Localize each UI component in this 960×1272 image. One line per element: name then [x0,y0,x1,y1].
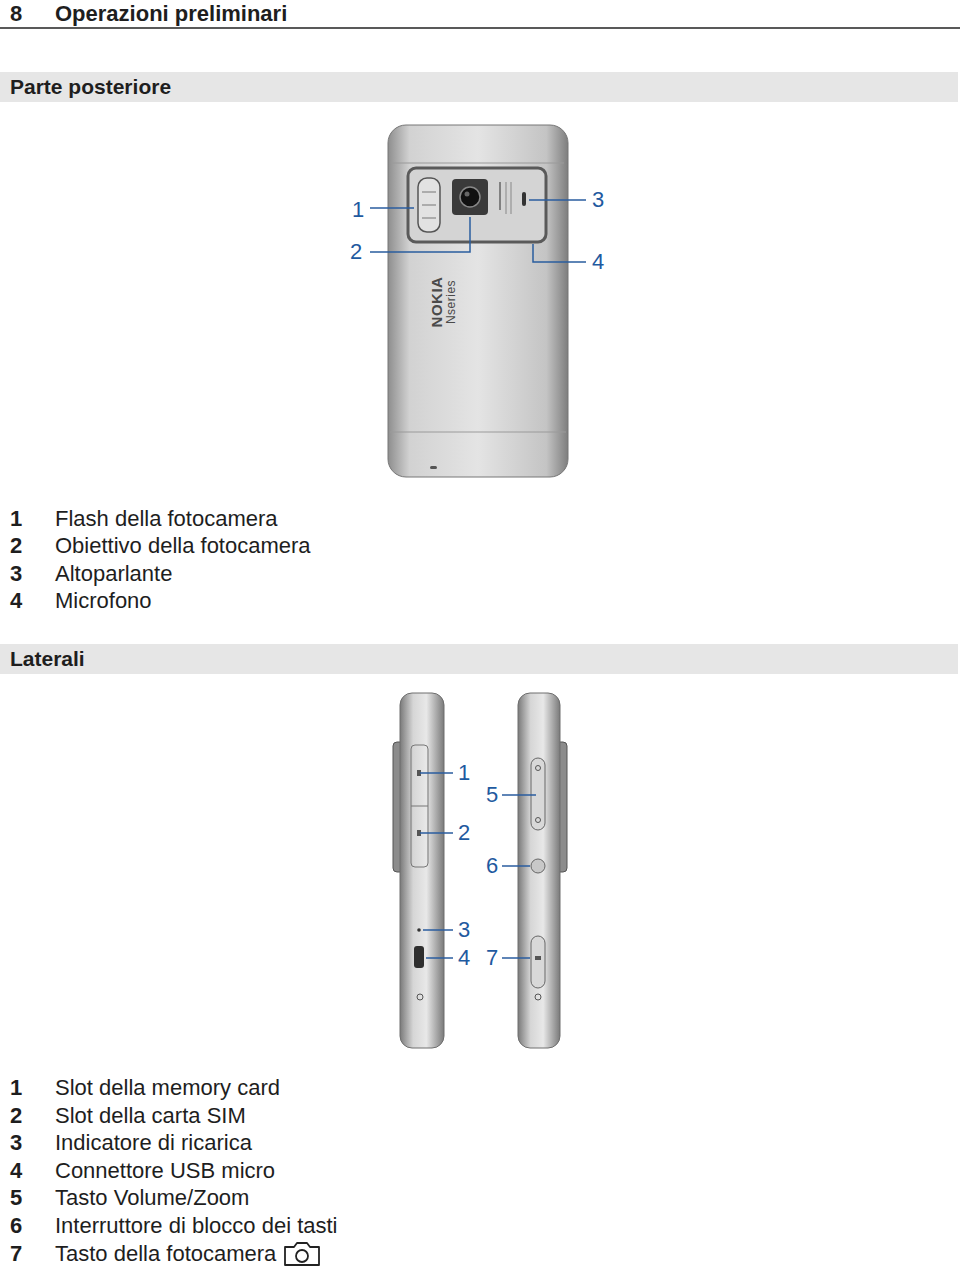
legend-number: 6 [10,1215,22,1237]
flash-line [422,192,436,193]
callout-number: 4 [458,947,470,969]
volume-key [531,758,545,830]
callout-number: 5 [486,784,498,806]
legend-text: Slot della carta SIM [55,1105,246,1127]
brand-logo: NOKIA [429,277,444,328]
leader-line [420,772,453,774]
lock-switch [531,859,545,873]
screw [417,994,423,1000]
legend-text: Obiettivo della fotocamera [55,535,311,557]
callout-number: 7 [486,947,498,969]
strap-hole [430,466,437,469]
leader-line [420,832,453,834]
camera-icon-lens [296,1250,308,1262]
legend-number: 3 [10,563,22,585]
callout-number: 4 [592,251,604,273]
legend-text: Microfono [55,590,152,612]
engraving [506,182,507,214]
legend-text: Flash della fotocamera [55,508,278,530]
legend-number: 3 [10,1132,22,1154]
callout-number: 2 [350,241,362,263]
callout-number: 3 [592,189,604,211]
key-mark [535,956,541,960]
legend-number: 1 [10,508,22,530]
camera-key [531,936,545,988]
key-mark [536,818,541,823]
section-band: Parte posteriore [0,72,958,102]
page-number: 8 [10,3,22,25]
charge-indicator [417,928,421,932]
lens-glint [465,192,470,197]
phone-back [388,125,568,477]
legend-text: Altoparlante [55,563,172,585]
camera-icon-body [285,1243,319,1265]
legend-number: 2 [10,535,22,557]
phone-left-side [400,693,444,1048]
screw [535,994,541,1000]
legend-number: 1 [10,1077,22,1099]
leader-line [370,217,470,252]
camera-key-icon [282,1241,322,1267]
legend-text: Slot della memory card [55,1077,280,1099]
leader-line [423,929,453,931]
camera-module [408,168,546,242]
leader-line [502,865,530,867]
key-mark [536,766,541,771]
leader-line [502,957,530,959]
legend-number: 4 [10,590,22,612]
flash-line [422,205,436,206]
usb-connector [414,946,424,968]
section-heading: Laterali [10,646,948,671]
legend-number: 2 [10,1105,22,1127]
leader-line [426,957,453,959]
callout-number: 6 [486,855,498,877]
callout-number: 3 [458,919,470,941]
speaker-slot [522,192,526,206]
leader-line [370,207,414,209]
callout-number: 1 [458,762,470,784]
phone-right-side [518,693,560,1048]
engraving [511,182,512,214]
legend-text: Interruttore di blocco dei tasti [55,1215,337,1237]
legend-text: Indicatore di ricarica [55,1132,252,1154]
leader-line [502,794,536,796]
legend-text: Tasto Volume/Zoom [55,1187,249,1209]
slot-divider [411,806,428,807]
engraving [499,182,501,210]
legend-number: 7 [10,1243,22,1265]
legend-number: 4 [10,1160,22,1182]
body-seam [390,432,566,433]
leader-line [533,244,586,262]
legend-text: Tasto della fotocamera [55,1243,276,1265]
leader-line [529,199,586,201]
lens-plate [452,179,488,215]
camera-flash [418,178,440,232]
section-band: Laterali [0,644,958,674]
legend-number: 5 [10,1187,22,1209]
legend-text: Connettore USB micro [55,1160,275,1182]
page-title: Operazioni preliminari [55,3,287,25]
header-rule [0,27,960,29]
slot-cover [411,745,428,867]
camera-lens [460,187,480,207]
callout-number: 1 [352,199,364,221]
series-logo: Nseries [445,280,457,324]
section-heading: Parte posteriore [10,74,948,99]
callout-number: 2 [458,822,470,844]
flash-line [422,218,436,219]
body-seam [392,163,564,164]
